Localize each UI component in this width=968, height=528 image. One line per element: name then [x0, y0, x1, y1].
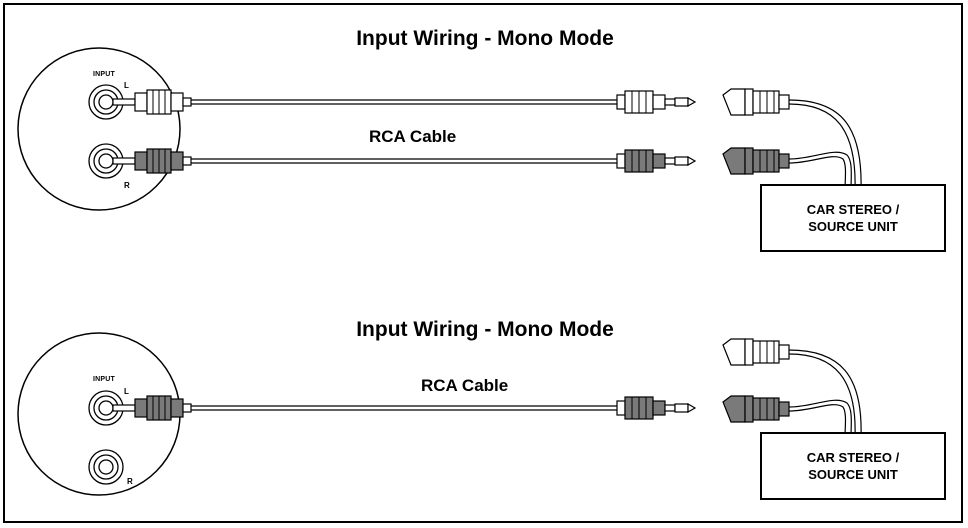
- channel-left-label: L: [124, 387, 129, 396]
- panel-bottom-drawing: [17, 332, 862, 496]
- jack-right: [88, 449, 124, 485]
- channel-left-label: L: [124, 81, 129, 90]
- rca-cable-left: [112, 89, 697, 115]
- panel-bottom: Input Wiring - Mono Mode INPUT L R RCA C…: [5, 265, 965, 523]
- source-connector-right: [722, 395, 852, 438]
- panel-bottom-title: Input Wiring - Mono Mode: [356, 318, 614, 341]
- panel-top-title: Input Wiring - Mono Mode: [356, 27, 614, 50]
- diagram-frame: Input Wiring - Mono Mode INPUT L R RCA C…: [3, 3, 963, 523]
- source-connector-left: [722, 338, 862, 438]
- source-connector-right: [722, 147, 852, 192]
- unit-line-2: SOURCE UNIT: [808, 467, 898, 482]
- car-stereo-box: CAR STEREO / SOURCE UNIT: [760, 432, 946, 500]
- panel-top-drawing: [17, 47, 862, 211]
- jack-right: [88, 143, 124, 179]
- rca-cable-label: RCA Cable: [421, 376, 509, 395]
- car-stereo-box: CAR STEREO / SOURCE UNIT: [760, 184, 946, 252]
- unit-line-2: SOURCE UNIT: [808, 219, 898, 234]
- panel-top: Input Wiring - Mono Mode INPUT L R RCA C…: [5, 5, 965, 265]
- unit-line-1: CAR STEREO /: [806, 450, 900, 465]
- amp-input-label: INPUT: [93, 71, 115, 78]
- source-connector-left: [722, 88, 862, 192]
- rca-cable-right: [112, 148, 697, 174]
- amp-input-label: INPUT: [93, 376, 115, 383]
- rca-cable-label: RCA Cable: [369, 127, 457, 146]
- unit-line-1: CAR STEREO /: [806, 202, 900, 217]
- channel-right-label: R: [127, 477, 133, 486]
- channel-right-label: R: [124, 181, 130, 190]
- rca-cable-mono: [112, 395, 697, 421]
